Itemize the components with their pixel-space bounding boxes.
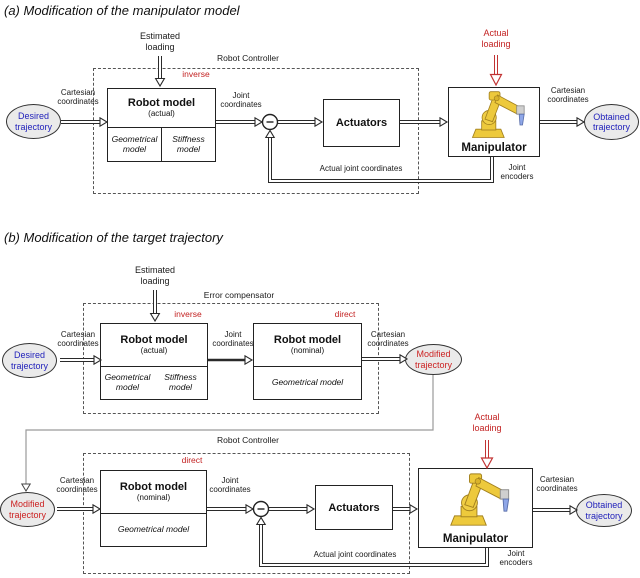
robot-controller-label-a: Robot Controller [217,53,279,63]
robot-model-actual-submodels-b: Geometrical model Stiffness model [101,366,207,399]
wire-manipulator-to-obtained-b [533,504,579,516]
direct-label-b-top: direct [334,309,356,319]
actuators-box-a: Actuators [323,99,400,147]
robot-model-variant-a: (actual) [148,109,175,119]
cartesian-coordinates-out-top-label-b: Cartesian coordinates [367,330,409,349]
robot-model-nominal-bottom-variant-b: (nominal) [136,493,171,503]
robot-model-title-a: Robot model [127,97,196,110]
error-compensator-label-b: Error compensator [203,290,275,300]
robot-model-nominal-bottom-title-b: Robot model [119,481,188,494]
robot-model-header-a: Robot model (actual) [108,89,215,127]
wire-actual-loading-a [489,55,503,87]
robot-model-nominal-top-submodels-b: Geometrical model [254,366,361,399]
robot-model-nominal-box-b-top: Robot model (nominal) Geometrical model [253,323,362,400]
stiffness-model-cell-b: Stiffness model [164,372,197,392]
wire-actual-loading-b [480,440,494,470]
cartesian-coordinates-in-bottom-label-b: Cartesian coordinates [56,476,98,495]
modified-trajectory-in-node-b: Modified trajectory [0,492,55,527]
wire-manipulator-to-obtained-a [540,116,586,128]
manipulator-label-b: Manipulator [442,533,509,545]
cartesian-coordinates-in-top-label-b: Cartesian coordinates [57,330,99,349]
joint-encoders-label-b: Joint encoders [499,549,533,568]
actuators-box-b: Actuators [315,485,393,530]
desired-trajectory-node-b: Desired trajectory [2,343,57,378]
desired-trajectory-node-a: Desired trajectory [6,104,61,139]
robot-model-actual-box-b: Robot model (actual) Geometrical model S… [100,323,208,400]
geometrical-model-cell-nominal-top-b: Geometrical model [271,377,344,388]
estimated-loading-label-a: Estimated loading [139,31,181,52]
geometrical-model-cell-b-top: Geometrical model [104,372,151,392]
robot-model-nominal-top-variant-b: (nominal) [290,346,325,356]
modified-trajectory-out-node-b: Modified trajectory [405,344,462,375]
robot-arm-image-b [429,472,523,528]
diagram-b-title: (b) Modification of the target trajector… [4,230,223,245]
cartesian-coordinates-out-bottom-label-b: Cartesian coordinates [536,475,578,494]
joint-coordinates-top-label-b: Joint coordinates [212,330,254,349]
obtained-trajectory-node-a: Obtained trajectory [584,104,639,140]
actual-loading-label-a: Actual loading [481,28,511,49]
robot-model-nominal-top-header-b: Robot model (nominal) [254,324,361,366]
robot-model-actual-variant-b: (actual) [140,346,168,356]
manipulator-label-a: Manipulator [461,142,527,154]
robot-controller-dashed-box-a [93,68,419,194]
robot-model-actual-title-b: Robot model [120,334,188,347]
direct-label-b-bottom: direct [181,455,203,465]
actual-joint-coordinates-label-a: Actual joint coordinates [319,164,403,173]
cartesian-coordinates-in-label-a: Cartesian coordinates [57,88,99,107]
diagram-a-title: (a) Modification of the manipulator mode… [4,3,240,18]
cartesian-coordinates-out-label-a: Cartesian coordinates [547,86,589,105]
manipulator-box-b: Manipulator [418,468,533,548]
geometrical-model-cell-nominal-bottom-b: Geometrical model [117,524,190,535]
joint-encoders-label-a: Joint encoders [500,163,534,182]
actual-loading-label-b: Actual loading [472,412,502,433]
robot-model-nominal-bottom-header-b: Robot model (nominal) [101,471,206,513]
inverse-label-a: inverse [182,69,210,79]
robot-model-actual-box-a: Robot model (actual) Geometrical model S… [107,88,216,162]
robot-model-nominal-box-b-bottom: Robot model (nominal) Geometrical model [100,470,207,547]
robot-arm-image-a [453,90,537,140]
robot-model-nominal-bottom-submodels-b: Geometrical model [101,513,206,546]
joint-coordinates-bottom-label-b: Joint coordinates [209,476,251,495]
actual-joint-coordinates-label-b: Actual joint coordinates [313,550,397,559]
manipulator-box-a: Manipulator [448,87,540,157]
inverse-label-b: inverse [174,309,202,319]
robot-model-nominal-top-title-b: Robot model [273,334,342,347]
geometrical-model-cell-a: Geometrical model [111,133,158,154]
joint-coordinates-label-a: Joint coordinates [220,91,262,110]
obtained-trajectory-node-b: Obtained trajectory [576,494,632,527]
robot-controller-label-b: Robot Controller [217,435,279,445]
stiffness-model-cell-a: Stiffness model [161,128,215,161]
estimated-loading-label-b: Estimated loading [134,265,176,286]
robot-model-submodels-a: Geometrical model Stiffness model [108,127,215,161]
robot-model-actual-header-b: Robot model (actual) [101,324,207,366]
